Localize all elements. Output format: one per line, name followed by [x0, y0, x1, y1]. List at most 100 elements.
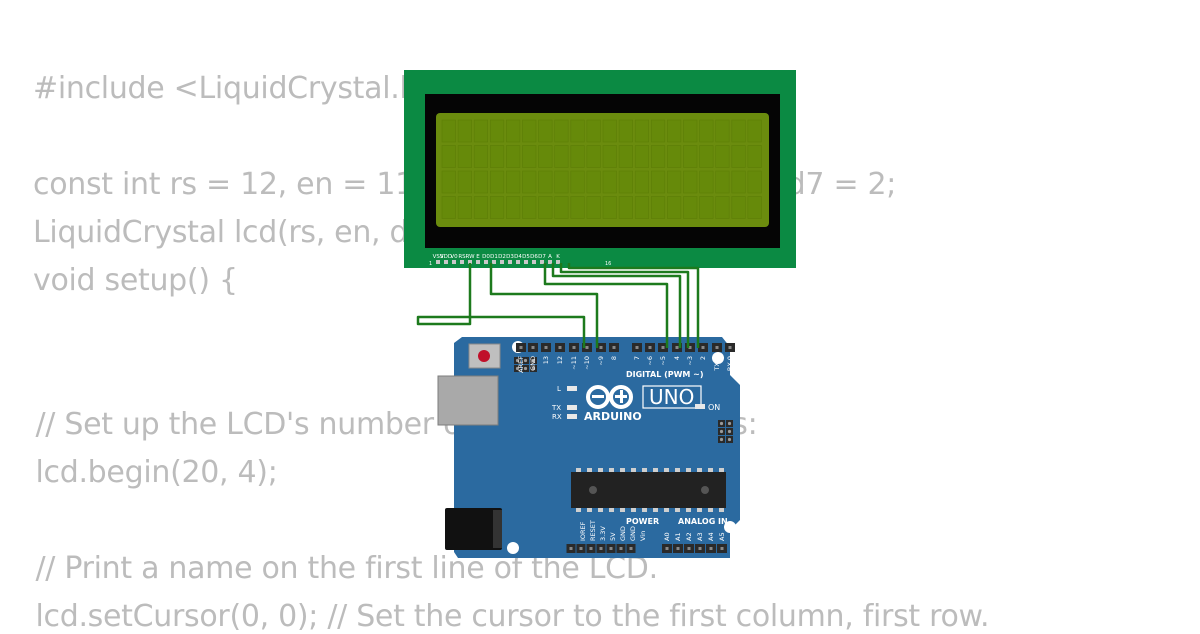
digital-pin-hole: [558, 346, 562, 349]
chip-leg: [631, 508, 636, 512]
chip-leg: [631, 468, 636, 472]
digital-pin-hole: [635, 346, 639, 349]
lcd-pin[interactable]: [556, 260, 560, 264]
mount-hole: [712, 352, 724, 364]
lcd-character-cell: [634, 145, 650, 168]
lcd-character-cell: [683, 196, 698, 219]
chip-leg: [576, 508, 581, 512]
icsp-header-right: [718, 420, 733, 443]
power-jack-edge: [493, 510, 502, 548]
chip-leg: [620, 468, 625, 472]
rx-led: [567, 414, 577, 419]
lcd-character-cell: [538, 145, 553, 168]
l-led: [567, 386, 577, 391]
lcd-pin-label: D0: [482, 254, 490, 260]
icsp-pin-hole: [719, 429, 724, 434]
power-pin-hole: [609, 547, 613, 550]
lcd-pin[interactable]: [492, 260, 496, 264]
power-pin-label: Vin: [639, 531, 647, 541]
icsp-pin-hole: [727, 429, 732, 434]
icsp-pin-hole: [523, 366, 528, 371]
rx-led-label: RX: [552, 413, 562, 421]
lcd-pin[interactable]: [532, 260, 536, 264]
chip-leg: [642, 508, 647, 512]
analog-pin-hole: [665, 547, 669, 550]
lcd-pin[interactable]: [436, 260, 440, 264]
lcd-character-cell: [731, 145, 746, 168]
lcd-character-cell: [602, 196, 617, 219]
lcd-pin[interactable]: [444, 260, 448, 264]
lcd-character-cell: [457, 119, 472, 143]
analog-pin-hole: [720, 547, 724, 550]
lcd-character-cell: [506, 196, 521, 219]
wire-rs-to-pin-12[interactable]: [416, 263, 586, 348]
power-header-label: POWER: [626, 517, 659, 526]
on-led-label: ON: [708, 403, 720, 412]
wire-d5-to-pin-4[interactable]: [551, 263, 682, 348]
lcd-pin-first-label: 1: [429, 261, 432, 267]
analog-pin-label: A4: [707, 532, 715, 541]
lcd-pin[interactable]: [516, 260, 520, 264]
lcd-character-cell: [667, 170, 682, 194]
lcd-pin-label: VSS: [433, 254, 444, 260]
digital-pin-label: AREF: [517, 356, 525, 373]
wire-d7-to-pin-2[interactable]: [567, 263, 700, 348]
mount-hole: [724, 521, 736, 533]
wires[interactable]: [416, 263, 700, 348]
digital-pin-label: 12: [556, 356, 564, 364]
l-led-label: L: [557, 385, 561, 393]
lcd-pin[interactable]: [508, 260, 512, 264]
digital-header-label: DIGITAL (PWM ~): [626, 370, 704, 379]
lcd-pin-label: D3: [506, 254, 514, 260]
chip-leg: [587, 468, 592, 472]
lcd-character-cell: [506, 119, 521, 143]
lcd-pin[interactable]: [500, 260, 504, 264]
lcd-character-cell: [667, 119, 682, 143]
wire-d6-to-pin-3[interactable]: [559, 263, 690, 348]
power-jack: [445, 508, 502, 550]
lcd-pin[interactable]: [460, 260, 464, 264]
lcd-pin-label: D2: [498, 254, 506, 260]
power-pin-label: GND: [619, 526, 627, 541]
lcd-pin[interactable]: [476, 260, 480, 264]
icsp-header-left: [514, 357, 537, 372]
model-label: UNO: [649, 385, 694, 409]
lcd-character-cell: [667, 196, 682, 219]
reset-button[interactable]: [468, 343, 501, 369]
power-pin-label: RESET: [589, 520, 597, 541]
logo-minus: [592, 395, 604, 398]
analog-pin-hole: [687, 547, 691, 550]
lcd-character-cell: [586, 145, 601, 168]
wire-e-to-pin-11[interactable]: [489, 263, 599, 348]
lcd-pin-label: D5: [522, 254, 530, 260]
lcd-pin[interactable]: [484, 260, 488, 264]
wire-d4-to-pin-5[interactable]: [543, 263, 669, 348]
lcd-pin[interactable]: [524, 260, 528, 264]
lcd-pin[interactable]: [452, 260, 456, 264]
reset-button-cap[interactable]: [478, 350, 490, 362]
chip-leg: [664, 508, 669, 512]
lcd-character-cell: [586, 119, 601, 143]
arduino-uno-board[interactable]: ARDUINO UNO DIGITAL (PWM ~) POWER ANALOG…: [437, 337, 740, 558]
power-pin-label: IOREF: [579, 521, 587, 541]
icsp-pin-hole: [531, 366, 536, 371]
digital-pin-label: 7: [633, 356, 641, 360]
chip-leg: [609, 468, 614, 472]
lcd-character-cell: [522, 119, 537, 143]
lcd-character-cell: [602, 119, 617, 143]
digital-pin-hole: [728, 346, 732, 349]
lcd-pin-label: RW: [465, 254, 475, 260]
digital-pin-label: ~10: [583, 356, 591, 370]
lcd-character-cell: [715, 196, 730, 219]
lcd-pin[interactable]: [548, 260, 552, 264]
model-box: [642, 385, 702, 409]
lcd-character-cell: [747, 170, 762, 194]
lcd-pin[interactable]: [468, 260, 472, 264]
digital-pin-hole: [648, 346, 652, 349]
lcd-character-cell: [586, 170, 601, 194]
lcd-pin[interactable]: [540, 260, 544, 264]
